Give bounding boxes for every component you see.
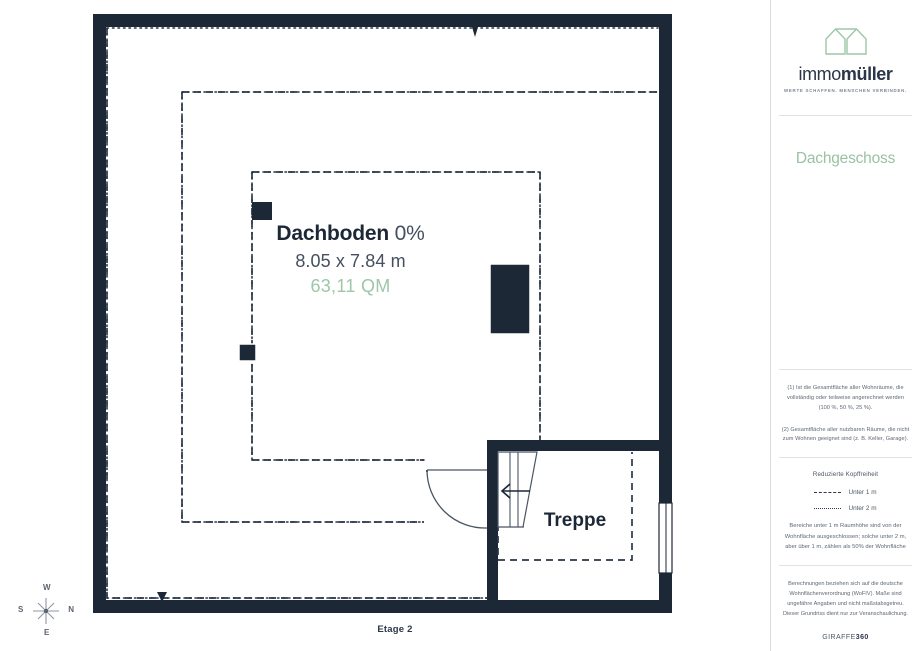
floor-title-block: Dachgeschoss: [771, 116, 920, 202]
window-stair-room: [658, 502, 673, 574]
footnote-1: (1) Ist die Gesamtfläche aller Wohnräume…: [787, 385, 904, 411]
legend-label-under-2m: Unter 2 m: [848, 505, 877, 513]
compass-west-label: W: [43, 583, 51, 592]
brand-name-light: immo: [798, 64, 841, 84]
floor-plan-drawing: [33, 14, 673, 624]
dashed-line-swatch-icon: [814, 492, 842, 494]
legend-item-under-2m: Unter 2 m: [781, 505, 910, 512]
interior-walls: [487, 440, 659, 600]
compass-rose: N S W E: [18, 583, 74, 639]
legend-label-under-1m: Unter 1 m: [848, 489, 877, 497]
structural-blocks: [238, 202, 531, 362]
legend-note: Bereiche unter 1 m Raumhöhe sind von der…: [784, 523, 907, 550]
disclaimer-text: Berechnungen beziehen sich auf die deuts…: [783, 581, 908, 618]
staircase: [497, 451, 538, 528]
brand-name: immomüller: [781, 65, 910, 83]
brand-logo[interactable]: immomüller WERTE SCHAFFEN. MENSCHEN VERB…: [771, 0, 920, 115]
brand-tagline: WERTE SCHAFFEN. MENSCHEN VERBINDEN.: [783, 88, 908, 93]
dotted-line-swatch-icon: [814, 508, 842, 510]
giraffe360-watermark: GIRAFFE360: [781, 634, 910, 641]
divider: [779, 369, 912, 371]
footnotes-block: (1) Ist die Gesamtfläche aller Wohnräume…: [771, 370, 920, 457]
watermark-name: GIRAFFE: [822, 634, 856, 641]
compass-east-label: E: [44, 628, 50, 637]
divider: [779, 115, 912, 116]
legend-title: Reduzierte Kopffreiheit: [812, 471, 879, 479]
compass-south-label: S: [18, 605, 24, 614]
door-stair-room: [426, 469, 488, 529]
under-1m-boundary: [106, 28, 658, 599]
brand-name-bold: müller: [840, 64, 893, 84]
compass-north-label: N: [68, 605, 74, 614]
legend-block: Reduzierte Kopffreiheit Unter 1 m Unter …: [771, 458, 920, 565]
sidebar-spacer: [771, 202, 920, 369]
floor-plan-canvas[interactable]: Dachboden 0% 8.05 x 7.84 m 63,11 QM Trep…: [0, 0, 770, 651]
exterior-walls: [93, 14, 672, 613]
divider: [779, 565, 912, 567]
floor-title: Dachgeschoss: [795, 150, 896, 167]
house-logo-icon: [824, 27, 867, 55]
legend-item-under-1m: Unter 1 m: [781, 489, 910, 496]
info-sidebar: immomüller WERTE SCHAFFEN. MENSCHEN VERB…: [770, 0, 920, 651]
under-2m-boundary: [106, 27, 659, 599]
stair-direction-arrow: [500, 483, 530, 499]
footnote-2: (2) Gesamtfläche aller nutzbaren Räume, …: [781, 426, 910, 443]
compass-rose-graphic: [33, 598, 59, 624]
wall-direction-markers: [157, 25, 668, 602]
floor-caption: Etage 2: [377, 624, 413, 635]
divider: [779, 457, 912, 459]
watermark-suffix: 360: [855, 634, 869, 641]
disclaimer-block: Berechnungen beziehen sich auf die deuts…: [771, 566, 920, 651]
